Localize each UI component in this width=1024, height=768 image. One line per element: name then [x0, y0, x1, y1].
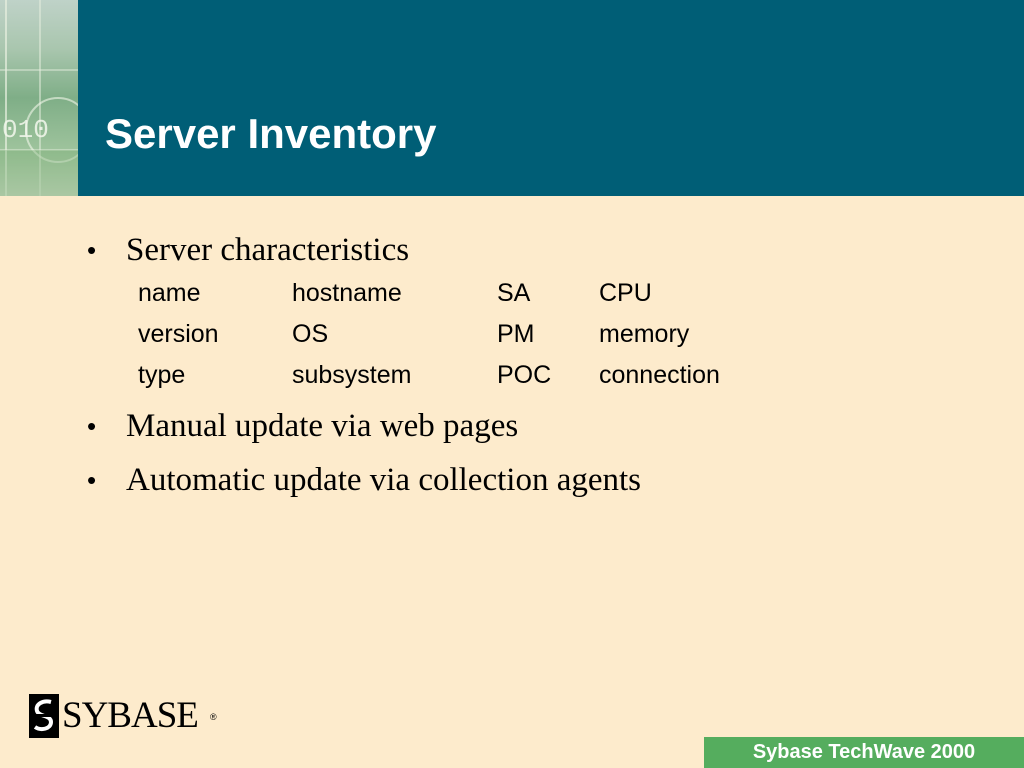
grid-cell: type: [138, 361, 186, 389]
grid-cell: name: [138, 279, 201, 307]
binary-digits: 010: [2, 115, 49, 145]
grid-cell: hostname: [292, 279, 402, 307]
bullet-dot-icon: •: [87, 465, 97, 495]
slide-title: Server Inventory: [105, 110, 437, 157]
decorative-art: 010: [0, 0, 78, 196]
bullet-text: Manual update via web pages: [126, 408, 519, 444]
grid-cell: version: [138, 320, 219, 348]
sybase-logo-icon: [29, 694, 59, 738]
event-badge: Sybase TechWave 2000: [704, 737, 1024, 768]
grid-cell: subsystem: [292, 361, 412, 389]
grid-cell: PM: [497, 320, 535, 348]
bullet-text: Server characteristics: [126, 232, 410, 268]
bullet-dot-icon: •: [87, 411, 97, 441]
grid-cell: CPU: [599, 279, 652, 307]
binary-art-graphic: 010: [0, 0, 78, 196]
sybase-logo-text: SYBASE: [62, 695, 199, 736]
grid-cell: SA: [497, 279, 531, 307]
title-banner: 010 Server Inventory: [0, 0, 1024, 196]
grid-cell: POC: [497, 361, 552, 389]
grid-cell: memory: [599, 320, 690, 348]
grid-cell: OS: [292, 320, 329, 348]
bullet-text: Automatic update via collection agents: [126, 462, 641, 498]
grid-cell: connection: [599, 361, 720, 389]
bullet-dot-icon: •: [87, 235, 97, 265]
registered-mark: ®: [210, 712, 217, 722]
